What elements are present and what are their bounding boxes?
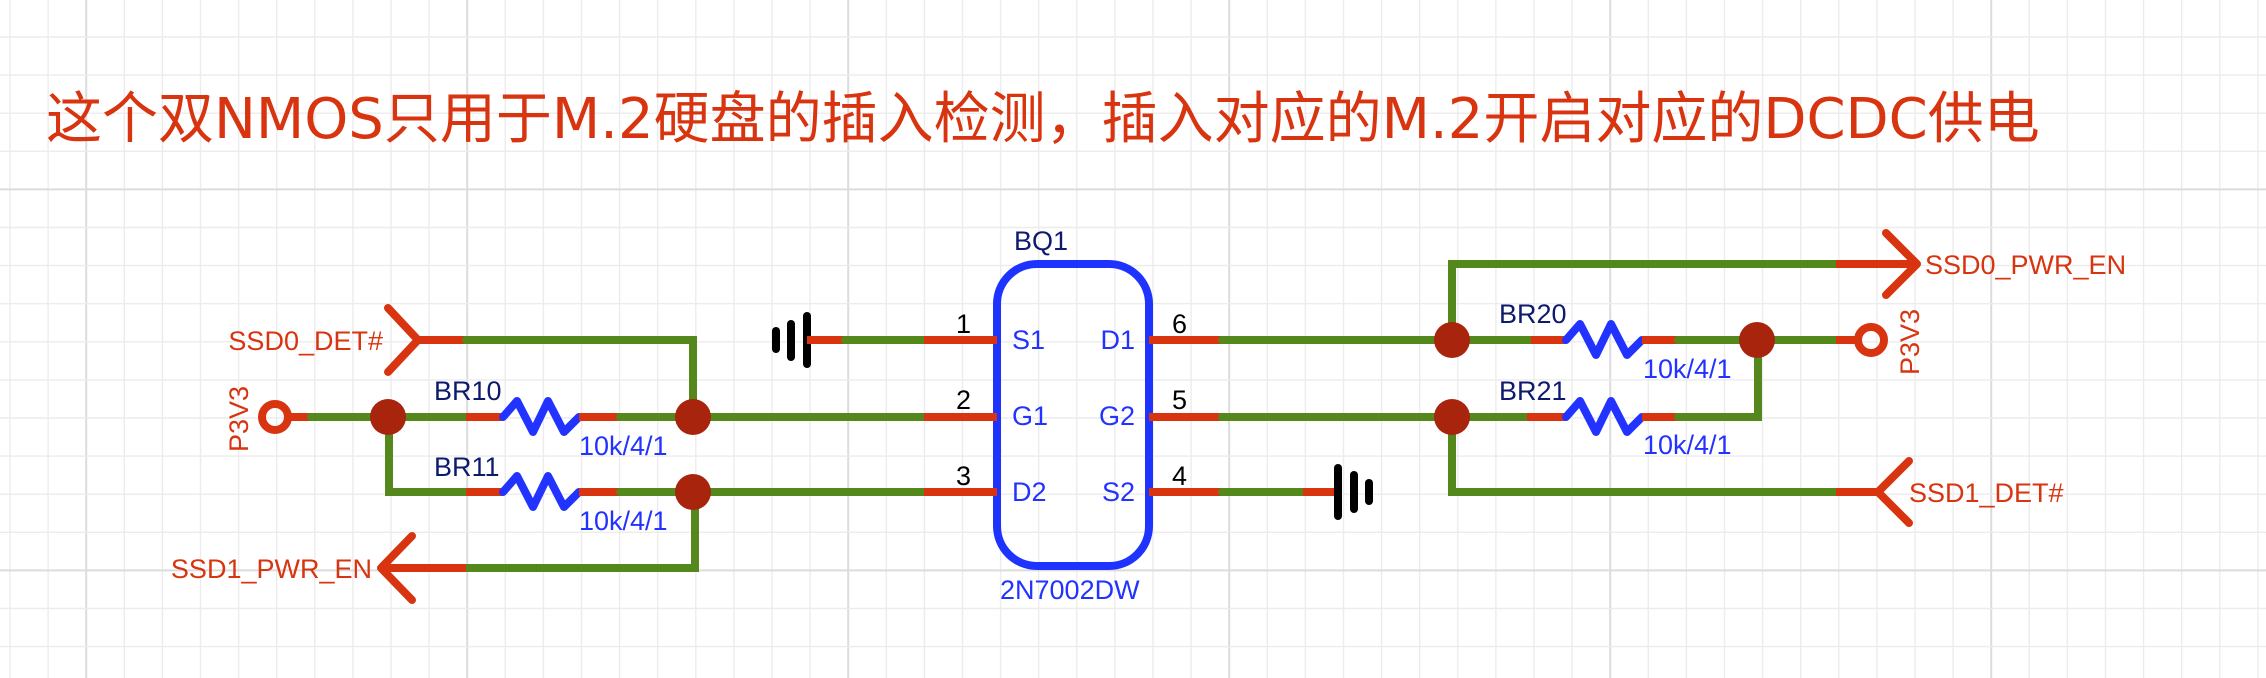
pin-number: 4 <box>1172 461 1187 491</box>
junction-dot <box>675 399 711 435</box>
power-circle-icon <box>258 400 292 434</box>
resistor-icon <box>499 472 583 511</box>
net-label-ssd0-det: SSD0_DET# <box>228 326 383 356</box>
net-port-ssd1-det[interactable]: SSD1_DET# <box>1836 457 2064 527</box>
ic-bq1[interactable]: BQ1 2N7002DW 1 2 3 S1 G1 D2 6 5 4 D1 G2 … <box>924 226 1222 605</box>
value-br10: 10k/4/1 <box>579 431 668 461</box>
pin-name-s1: S1 <box>1012 325 1045 355</box>
pin-name-d1: D1 <box>1100 325 1135 355</box>
resistor-br20[interactable]: BR20 10k/4/1 <box>1499 299 1732 384</box>
resistor-icon <box>499 397 583 436</box>
resistor-br21[interactable]: BR21 10k/4/1 <box>1499 376 1732 460</box>
ic-designator: BQ1 <box>1014 226 1068 256</box>
designator-br10: BR10 <box>434 376 502 406</box>
junction-dot <box>370 399 406 435</box>
net-port-ssd1-pwr-en[interactable]: SSD1_PWR_EN <box>171 532 466 604</box>
ground-symbol-s1 <box>772 312 845 368</box>
value-br21: 10k/4/1 <box>1643 430 1732 460</box>
pin-name-g2: G2 <box>1099 401 1135 431</box>
pin-number: 6 <box>1172 309 1187 339</box>
designator-br20: BR20 <box>1499 299 1567 329</box>
junction-dot <box>1434 322 1470 358</box>
net-port-ssd0-det[interactable]: SSD0_DET# <box>228 304 466 376</box>
pin-number: 1 <box>956 309 971 339</box>
ground-symbol-s2 <box>1303 464 1373 520</box>
power-port-p3v3-left[interactable]: P3V3 <box>224 386 311 452</box>
junction-dot <box>675 474 711 510</box>
wire-ssd0-det[interactable] <box>462 336 697 420</box>
net-label-ssd1-pwr-en: SSD1_PWR_EN <box>171 554 372 584</box>
wire-br21-p3v3[interactable] <box>1674 336 1762 421</box>
net-label-ssd0-pwr-en: SSD0_PWR_EN <box>1925 250 2126 280</box>
junction-dot <box>1434 399 1470 435</box>
resistor-icon <box>1562 320 1646 359</box>
pin-name-g1: G1 <box>1012 401 1048 431</box>
resistor-icon <box>1562 397 1646 436</box>
junction-dot <box>1739 322 1775 358</box>
wire-ssd1-det[interactable] <box>1448 413 1840 496</box>
input-port-icon <box>384 304 422 376</box>
wire-ssd1-pwr-en[interactable] <box>462 488 699 572</box>
designator-br21: BR21 <box>1499 376 1567 406</box>
output-arrow-icon <box>1882 229 1921 299</box>
pin-number: 5 <box>1172 385 1187 415</box>
schematic-title: 这个双NMOS只用于M.2硬盘的插入检测，插入对应的M.2开启对应的DCDC供电 <box>46 87 2040 152</box>
value-br20: 10k/4/1 <box>1643 354 1732 384</box>
pin-number: 3 <box>956 461 971 491</box>
ic-part-number: 2N7002DW <box>1000 575 1140 605</box>
designator-br11: BR11 <box>434 452 500 482</box>
net-label-p3v3-right: P3V3 <box>1895 309 1925 375</box>
power-circle-icon <box>1854 323 1888 357</box>
power-port-p3v3-right[interactable]: P3V3 <box>1836 309 1925 375</box>
wire-ssd0-pwr-en[interactable] <box>1448 260 1840 344</box>
net-label-p3v3-left: P3V3 <box>224 386 254 452</box>
value-br11: 10k/4/1 <box>579 506 668 536</box>
net-label-ssd1-det: SSD1_DET# <box>1909 478 2064 508</box>
wire-p3v3-br11[interactable] <box>385 413 470 496</box>
net-port-ssd0-pwr-en[interactable]: SSD0_PWR_EN <box>1836 229 2126 299</box>
output-arrow-icon <box>377 532 416 604</box>
pin-name-s2: S2 <box>1102 477 1135 507</box>
resistor-br10[interactable]: BR10 10k/4/1 <box>434 376 668 461</box>
pin-name-d2: D2 <box>1012 477 1047 507</box>
input-port-icon <box>1874 457 1913 527</box>
pin-number: 2 <box>956 385 971 415</box>
resistor-br11[interactable]: BR11 10k/4/1 <box>434 452 668 536</box>
